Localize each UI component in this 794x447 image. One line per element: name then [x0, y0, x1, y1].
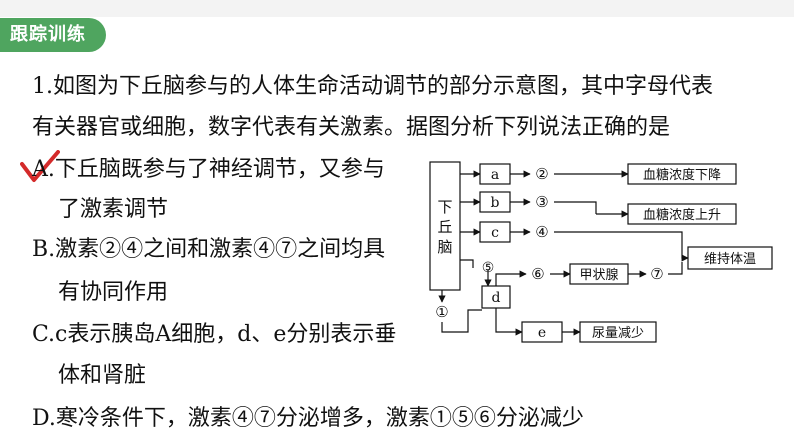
hormone-6: ⑥ — [531, 265, 544, 283]
option-b-line-1: B.激素②④之间和激素④⑦之间均具 — [32, 237, 386, 262]
hormone-3: ③ — [535, 193, 548, 211]
hypothalamus-label-2: 丘 — [437, 218, 452, 236]
thyroid-label: 甲状腺 — [579, 268, 618, 283]
node-a-label: a — [491, 167, 499, 183]
regulation-diagram: 下 丘 脑 a b c d e ② ③ ④ ⑤ ⑥ ⑦ ① 血糖浓度下降 血糖浓… — [429, 161, 773, 343]
option-d: D.寒冷条件下，激素④⑦分泌增多，激素①⑤⑥分泌减少 — [32, 406, 584, 431]
node-c-label: c — [491, 225, 499, 241]
node-b-label: b — [491, 195, 500, 211]
question-line-1: 1.如图为下丘脑参与的人体生命活动调节的部分示意图，其中字母代表 — [32, 74, 713, 99]
hypothalamus-label-3: 脑 — [437, 238, 452, 256]
option-a-line-2: 了激素调节 — [58, 197, 169, 222]
option-c-line-2: 体和肾脏 — [58, 363, 147, 388]
body-temp-box — [687, 246, 773, 270]
glucose-up-box — [627, 203, 737, 225]
glucose-down-box — [627, 163, 737, 185]
top-bar — [0, 0, 794, 17]
question-line-2: 有关器官或细胞，数字代表有关激素。据图分析下列说法正确的是 — [32, 115, 671, 140]
urine-box — [579, 321, 657, 343]
node-e-label: e — [538, 325, 546, 341]
urine-label: 尿量减少 — [592, 326, 644, 341]
glucose-down-label: 血糖浓度下降 — [643, 167, 721, 183]
check-mark-icon — [20, 150, 60, 182]
hormone-2: ② — [535, 165, 548, 183]
hormone-4: ④ — [535, 223, 548, 241]
hormone-5: ⑤ — [482, 260, 495, 276]
option-a-line-1: A.下丘脑既参与了神经调节，又参与 — [32, 157, 385, 182]
option-b-line-2: 有协同作用 — [58, 280, 169, 305]
section-tag: 跟踪训练 — [0, 18, 106, 52]
node-d-label: d — [492, 290, 501, 306]
hormone-7: ⑦ — [650, 265, 663, 283]
hypothalamus-label-1: 下 — [437, 198, 452, 216]
glucose-up-label: 血糖浓度上升 — [643, 207, 721, 223]
option-c-line-1: C.c表示胰岛A细胞，d、e分别表示垂 — [32, 322, 397, 347]
hypothalamus-box — [429, 161, 461, 291]
body-temp-label: 维持体温 — [704, 252, 756, 267]
hormone-1: ① — [435, 303, 448, 321]
